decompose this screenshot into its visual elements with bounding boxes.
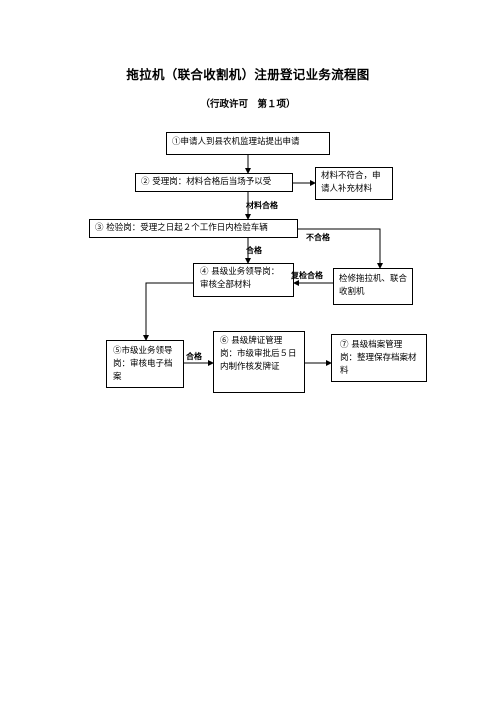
- step-1-text: ①申请人到县农机监理站提出申请: [172, 137, 300, 147]
- page-subtitle: （行政许可 第１项）: [200, 99, 296, 110]
- label-fail: 不合格: [306, 233, 330, 242]
- step-2-text: ② 受理岗：材料合格后当场予以受: [141, 177, 272, 187]
- label-pass-5-to-6: 合格: [186, 352, 202, 361]
- step-3-inspect: ③ 检验岗：受理之日起２个工作日内检验车辆: [89, 219, 298, 238]
- page-title: 拖拉机（联合收割机）注册登记业务流程图: [126, 67, 370, 82]
- label-recheck-pass: 复检合格: [291, 271, 323, 280]
- step-3-text: ③ 检验岗：受理之日起２个工作日内检验车辆: [95, 223, 268, 233]
- label-material-ok: 材料合格: [246, 201, 278, 210]
- step-7-text: ⑦ 县级档案管理岗：整理保存档案材料: [340, 340, 417, 376]
- step-4-repair-box: 检修拖拉机、联合收割机: [333, 268, 413, 305]
- step-4-county-review: ④ 县级业务领导岗：审核全部材料: [193, 263, 294, 297]
- step-4-repair-text: 检修拖拉机、联合收割机: [339, 274, 408, 297]
- arrow-3-to-repair: [298, 228, 383, 269]
- step-2-reject-box: 材料不符合，申请人补充材料: [315, 167, 393, 200]
- step-2-accept: ② 受理岗：材料合格后当场予以受: [135, 173, 293, 192]
- step-2-reject-text: 材料不符合，申请人补充材料: [321, 171, 381, 194]
- step-6-text: ⑥ 县级牌证管理岗：市级审批后５日内制作核发牌证: [220, 336, 297, 372]
- step-5-text: ⑤市级业务领导岗：审核电子档案: [113, 346, 173, 382]
- label-pass: 合格: [246, 246, 262, 255]
- step-1-apply: ①申请人到县农机监理站提出申请: [166, 132, 330, 155]
- step-7-archive: ⑦ 县级档案管理岗：整理保存档案材料: [331, 334, 427, 382]
- step-5-city-review: ⑤市级业务领导岗：审核电子档案: [106, 340, 184, 388]
- step-6-plate-issue: ⑥ 县级牌证管理岗：市级审批后５日内制作核发牌证: [213, 331, 305, 393]
- arrow-4-to-5: [143, 282, 193, 341]
- step-4-text: ④ 县级业务领导岗：审核全部材料: [200, 267, 280, 290]
